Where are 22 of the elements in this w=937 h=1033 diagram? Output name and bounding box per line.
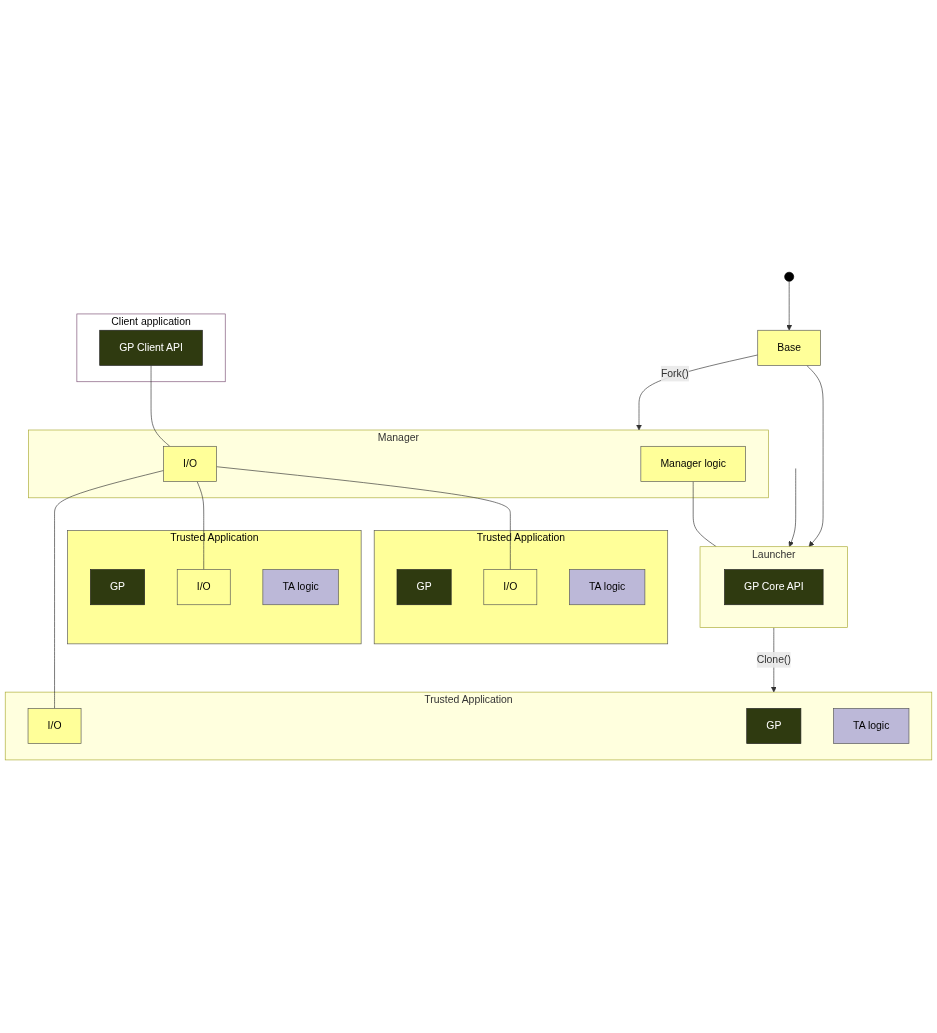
connector xyxy=(196,481,205,571)
node-box: I/O xyxy=(27,708,82,745)
node-box: Base xyxy=(757,330,821,367)
node-circle xyxy=(784,272,795,283)
node-box: GP xyxy=(396,569,452,606)
connector xyxy=(150,365,171,448)
connector xyxy=(54,470,164,710)
node-box: GP Client API xyxy=(99,330,203,367)
edge-label: Fork() xyxy=(660,368,689,380)
node-box: TA logic xyxy=(569,569,646,606)
node-box: GP xyxy=(746,708,802,745)
node-box: TA logic xyxy=(833,708,910,745)
connector xyxy=(216,466,511,571)
edge-label: Clone() xyxy=(756,654,791,666)
node-box: I/O xyxy=(163,446,217,483)
node-box: TA logic xyxy=(262,569,339,606)
node-box: Manager logic xyxy=(640,446,746,483)
node-box: GP xyxy=(90,569,145,606)
node-box: GP Core API xyxy=(724,569,824,606)
connector xyxy=(692,481,717,548)
node-box: I/O xyxy=(483,569,538,606)
node-box: I/O xyxy=(176,569,231,606)
